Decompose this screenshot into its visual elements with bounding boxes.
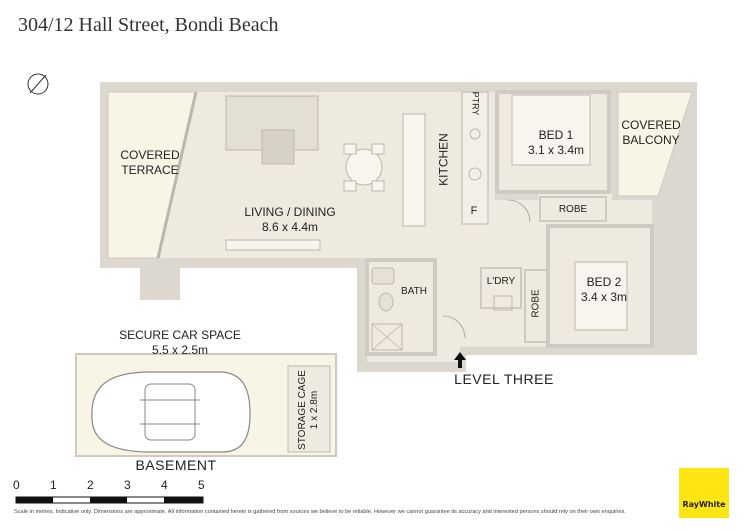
disclaimer-text: Scale in metres. Indicative only. Dimens…: [14, 509, 626, 515]
basement-label: BASEMENT: [135, 457, 217, 473]
car-space-name: SECURE CAR SPACE: [119, 328, 241, 342]
living-dining-name: LIVING / DINING: [244, 205, 336, 219]
scale-bar-graphic: [15, 496, 204, 504]
covered-balcony-line2: BALCONY: [622, 133, 680, 147]
living-dining-dims: 8.6 x 4.4m: [261, 220, 319, 234]
covered-balcony-label: COVERED BALCONY: [616, 118, 686, 148]
storage-dims: 1 x 2.8m: [309, 390, 320, 430]
bed2-dims: 3.4 x 3m: [580, 290, 628, 304]
robe1-room: [539, 196, 607, 222]
scale-tick-5: 5: [198, 478, 205, 492]
laundry-label: L'DRY: [486, 276, 516, 287]
bed1-name: BED 1: [538, 128, 574, 142]
logo-text: RayWhite: [682, 500, 726, 509]
kitchen-bench: [461, 91, 489, 225]
level-three-label: LEVEL THREE: [454, 371, 554, 387]
entry-arrow-icon: [454, 352, 466, 368]
car-space-dims: 5.5 x 2.5m: [151, 343, 209, 357]
bed1-label: BED 1 3.1 x 3.4m: [518, 128, 594, 158]
car-space-label: SECURE CAR SPACE 5.5 x 2.5m: [110, 328, 250, 358]
kitchen-label: KITCHEN: [436, 133, 451, 186]
kitchen-island: [402, 113, 426, 227]
covered-balcony: [617, 91, 693, 197]
covered-terrace-line2: TERRACE: [121, 163, 179, 177]
bed1-dims: 3.1 x 3.4m: [527, 143, 585, 157]
living-dining-label: LIVING / DINING 8.6 x 4.4m: [222, 205, 358, 235]
covered-terrace-label: COVERED TERRACE: [112, 148, 188, 178]
bed1-furniture: [511, 94, 591, 166]
rug: [261, 129, 295, 165]
car-icon: [91, 371, 251, 453]
dining-table: [343, 143, 385, 192]
storage-name: STORAGE CAGE: [297, 370, 308, 450]
fridge-label: F: [470, 205, 478, 217]
raywhite-logo: RayWhite: [679, 468, 729, 518]
laundry-room: [480, 267, 522, 309]
bed2-label: BED 2 3.4 x 3m: [566, 275, 642, 305]
covered-balcony-line1: COVERED: [621, 118, 681, 132]
compass-icon: [27, 73, 49, 95]
tv-unit: [225, 239, 321, 251]
robe1-label: ROBE: [558, 204, 588, 215]
listing-title: 304/12 Hall Street, Bondi Beach: [18, 14, 279, 36]
bed2-name: BED 2: [586, 275, 622, 289]
bed2-furniture: [574, 261, 628, 331]
pantry-label: PTRY: [470, 91, 481, 116]
scale-tick-3: 3: [124, 478, 131, 492]
scale-tick-0: 0: [13, 478, 20, 492]
bath-label: BATH: [401, 286, 427, 297]
scale-tick-4: 4: [161, 478, 168, 492]
scale-tick-2: 2: [87, 478, 94, 492]
scale-tick-1: 1: [50, 478, 57, 492]
storage-cage-label: STORAGE CAGE 1 x 2.8m: [297, 350, 321, 470]
storage-cage-room: [287, 365, 331, 453]
covered-terrace-line1: COVERED: [120, 148, 180, 162]
scale-bar: 0 1 2 3 4 5: [0, 478, 230, 518]
robe2-label: ROBE: [530, 289, 542, 318]
robe2-room: [524, 269, 548, 343]
